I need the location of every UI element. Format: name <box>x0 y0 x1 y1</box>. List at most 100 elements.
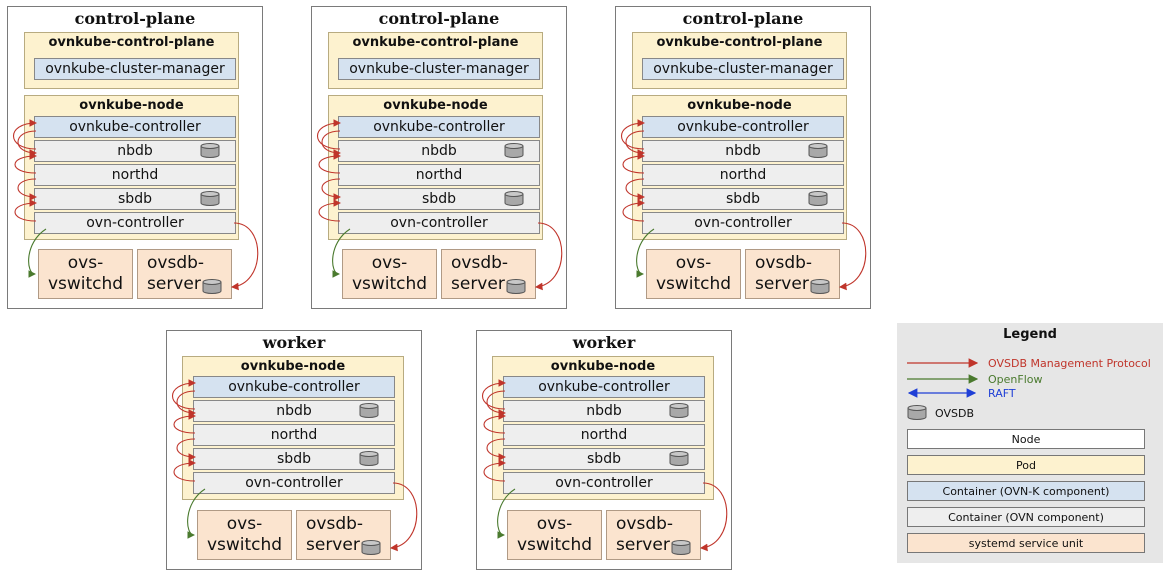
container-label: ovn-controller <box>245 475 343 491</box>
legend-title: Legend <box>1003 327 1057 342</box>
container-label: nbdb <box>725 143 761 159</box>
legend: Legend OVSDB Management Protocol OpenFlo… <box>897 323 1163 563</box>
database-icon <box>200 191 220 206</box>
database-icon <box>808 191 828 206</box>
svc-line1: ovs- <box>675 253 712 273</box>
node-title: control-plane <box>74 9 196 28</box>
sbdb-container: sbdb <box>642 188 844 210</box>
svc-line2: vswitchd <box>516 535 593 555</box>
pod-title: ovnkube-node <box>240 359 346 374</box>
container-label: northd <box>270 427 318 443</box>
svc-line2: vswitchd <box>351 274 428 294</box>
container-label: nbdb <box>117 143 153 159</box>
ovnkube-controller-container: ovnkube-controller <box>193 376 395 398</box>
sbdb-container: sbdb <box>34 188 236 210</box>
container-label: sbdb <box>277 451 311 467</box>
ovs-vswitchd-unit: ovs- vswitchd <box>197 510 292 560</box>
container-label: ovnkube-cluster-manager <box>45 61 225 77</box>
pod-title: ovnkube-node <box>550 359 656 374</box>
control-plane-node: control-plane ovnkube-control-plane ovnk… <box>311 6 567 309</box>
legend-pod-box: Pod <box>907 455 1145 475</box>
database-icon <box>504 143 524 158</box>
svc-line1: ovsdb- <box>147 253 205 273</box>
database-icon <box>359 451 379 466</box>
database-icon <box>200 143 220 158</box>
ovs-vswitchd-unit: ovs- vswitchd <box>507 510 602 560</box>
svc-line2: server <box>451 274 505 294</box>
svc-line1: ovsdb- <box>755 253 813 273</box>
sbdb-container: sbdb <box>193 448 395 470</box>
database-icon <box>504 191 524 206</box>
worker-node: worker ovnkube-node ovnkube-controller n… <box>476 330 732 570</box>
ovnkube-controller-container: ovnkube-controller <box>503 376 705 398</box>
database-icon <box>202 279 222 294</box>
database-icon <box>669 403 689 418</box>
northd-container: northd <box>193 424 395 446</box>
container-label: ovnkube-cluster-manager <box>349 61 529 77</box>
ovnkube-cluster-manager-container: ovnkube-cluster-manager <box>34 58 236 80</box>
ovnkube-cluster-manager-container: ovnkube-cluster-manager <box>642 58 844 80</box>
svc-line2: vswitchd <box>206 535 283 555</box>
container-label: ovnkube-controller <box>373 119 505 135</box>
node-title: control-plane <box>378 9 500 28</box>
control-plane-node: control-plane ovnkube-control-plane ovnk… <box>7 6 263 309</box>
database-icon <box>361 540 381 555</box>
svc-line1: ovsdb- <box>451 253 509 273</box>
container-label: ovnkube-controller <box>538 379 670 395</box>
pod-title: ovnkube-node <box>687 98 792 113</box>
svc-line1: ovs- <box>226 514 263 534</box>
legend-node-box: Node <box>907 429 1145 449</box>
ovnkube-cluster-manager-container: ovnkube-cluster-manager <box>338 58 540 80</box>
ovsdb-server-unit: ovsdb- server <box>606 510 701 560</box>
sbdb-container: sbdb <box>338 188 540 210</box>
database-icon <box>669 451 689 466</box>
svc-line1: ovs- <box>67 253 104 273</box>
container-label: sbdb <box>422 191 456 207</box>
ovn-controller-container: ovn-controller <box>503 472 705 494</box>
svc-line2: server <box>755 274 809 294</box>
svc-line2: server <box>147 274 201 294</box>
legend-ovnk-container-box: Container (OVN-K component) <box>907 481 1145 501</box>
legend-ovn-container-box: Container (OVN component) <box>907 507 1145 527</box>
worker-node: worker ovnkube-node ovnkube-controller n… <box>166 330 422 570</box>
legend-database-icon <box>907 405 927 420</box>
legend-systemd-box: systemd service unit <box>907 533 1145 553</box>
node-title: control-plane <box>682 9 804 28</box>
ovs-vswitchd-unit: ovs- vswitchd <box>38 249 133 299</box>
container-label: ovnkube-controller <box>69 119 201 135</box>
ovn-controller-container: ovn-controller <box>338 212 540 234</box>
northd-container: northd <box>503 424 705 446</box>
svc-line1: ovs- <box>536 514 573 534</box>
ovn-controller-container: ovn-controller <box>193 472 395 494</box>
svc-line2: server <box>306 535 360 555</box>
container-label: nbdb <box>586 403 622 419</box>
northd-container: northd <box>642 164 844 186</box>
container-label: ovn-controller <box>555 475 653 491</box>
pod-title: ovnkube-node <box>383 98 488 113</box>
legend-ovsdb-protocol-label: OVSDB Management Protocol <box>988 357 1151 370</box>
container-label: ovn-controller <box>694 215 792 231</box>
svc-line2: vswitchd <box>47 274 124 294</box>
nbdb-container: nbdb <box>503 400 705 422</box>
container-label: northd <box>580 427 628 443</box>
ovs-vswitchd-unit: ovs- vswitchd <box>342 249 437 299</box>
node-title: worker <box>262 333 326 352</box>
nbdb-container: nbdb <box>642 140 844 162</box>
svc-line2: server <box>616 535 670 555</box>
svc-line1: ovsdb- <box>616 514 674 534</box>
container-label: nbdb <box>421 143 457 159</box>
node-title: worker <box>572 333 636 352</box>
svc-line2: vswitchd <box>655 274 732 294</box>
ovnkube-controller-container: ovnkube-controller <box>642 116 844 138</box>
pod-title: ovnkube-node <box>79 98 184 113</box>
container-label: sbdb <box>587 451 621 467</box>
pod-title: ovnkube-control-plane <box>352 35 519 50</box>
ovnkube-controller-container: ovnkube-controller <box>338 116 540 138</box>
container-label: northd <box>111 167 159 183</box>
northd-container: northd <box>34 164 236 186</box>
database-icon <box>506 279 526 294</box>
container-label: northd <box>415 167 463 183</box>
database-icon <box>671 540 691 555</box>
database-icon <box>808 143 828 158</box>
ovs-vswitchd-unit: ovs- vswitchd <box>646 249 741 299</box>
